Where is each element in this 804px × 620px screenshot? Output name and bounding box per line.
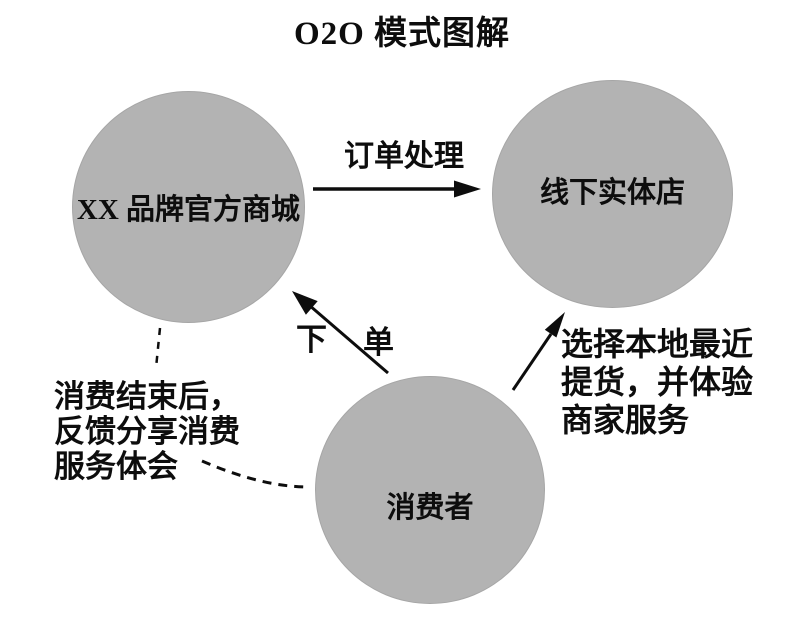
order-processing-arrowhead-icon <box>454 180 481 198</box>
order-processing-label: 订单处理 <box>344 140 464 173</box>
place-order-label-part1: 下 <box>296 322 327 357</box>
diagram-title: O2O 模式图解 <box>293 16 511 52</box>
pickup-label-line3: 商家服务 <box>561 402 690 438</box>
pickup-label-line2: 提货，并体验 <box>561 364 754 400</box>
place-order-label-part2: 单 <box>363 325 394 360</box>
node-consumer: 消费者 <box>315 376 545 604</box>
feedback-dashed-segment <box>154 327 162 369</box>
pickup-label-line1: 选择本地最近 <box>561 326 754 362</box>
feedback-label-line1: 消费结束后， <box>54 379 240 414</box>
feedback-label: 消费结束后， 反馈分享消费 服务体会 <box>54 379 240 484</box>
pickup-label: 选择本地最近 提货，并体验 商家服务 <box>561 325 753 439</box>
pickup-arrow-line <box>511 333 553 391</box>
node-brand-mall: XX 品牌官方商城 <box>72 91 305 323</box>
place-order-arrowhead-icon <box>292 291 318 315</box>
feedback-label-line2: 反馈分享消费 <box>54 414 240 449</box>
node-offline-store: 线下实体店 <box>492 80 733 308</box>
node-consumer-label: 消费者 <box>386 492 474 524</box>
feedback-label-line3: 服务体会 <box>54 449 178 484</box>
node-offline-store-label: 线下实体店 <box>539 177 685 209</box>
node-brand-mall-label: XX 品牌官方商城 <box>76 194 301 226</box>
